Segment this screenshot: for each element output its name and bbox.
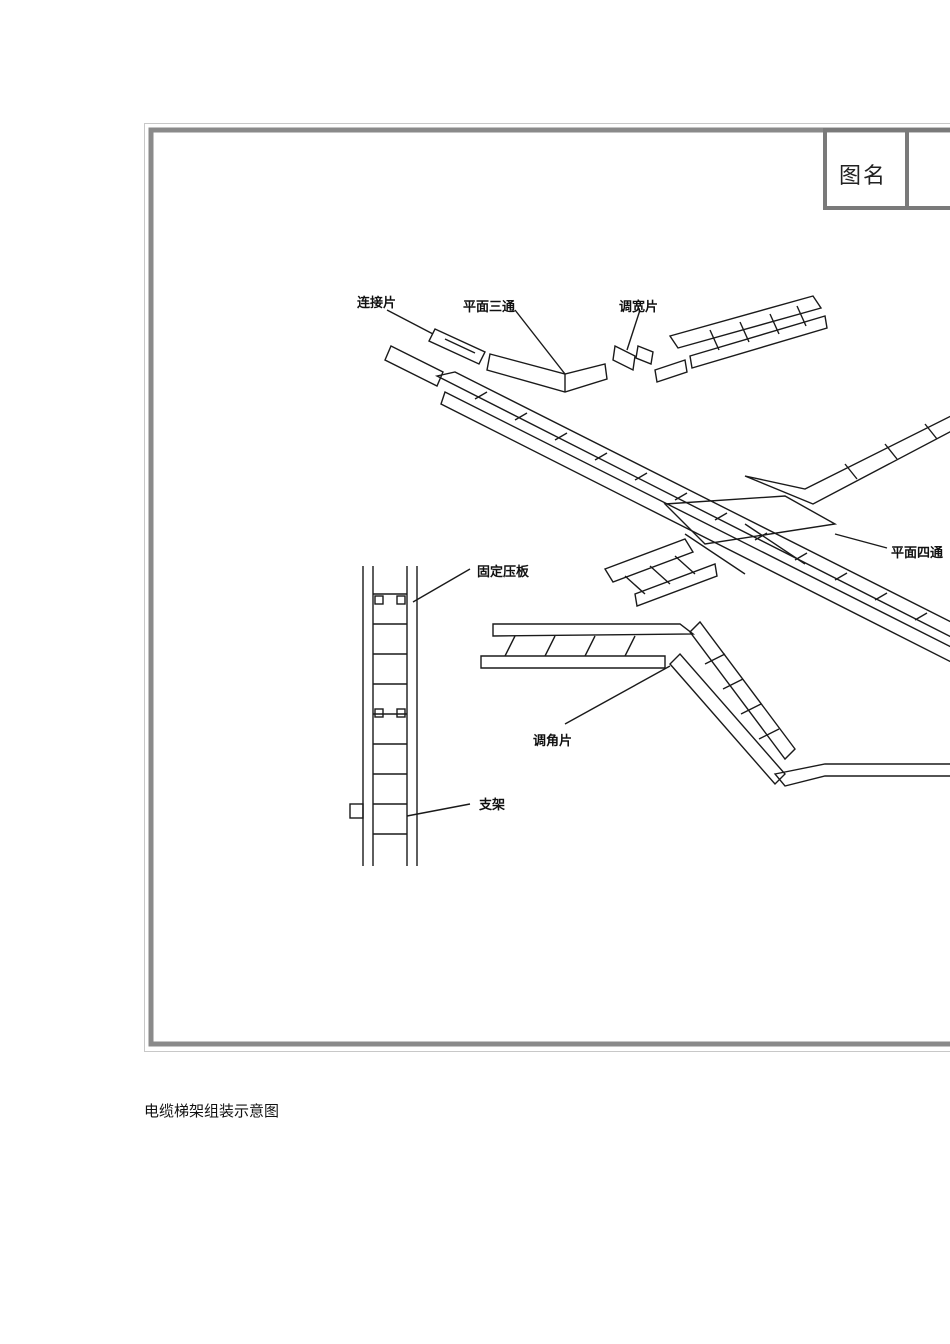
figure-caption: 电缆梯架组装示意图 <box>144 1102 280 1120</box>
label-angle-adapter: 调角片 <box>533 734 573 749</box>
title-block-label: 图名 <box>839 164 888 189</box>
label-flat-tee: 平面三通 <box>463 300 516 315</box>
label-flat-cross: 平面四通 <box>891 546 944 561</box>
label-clamp-plate: 固定压板 <box>477 565 530 580</box>
ladder-tray-drawing <box>148 127 950 1047</box>
label-connector: 连接片 <box>357 296 397 311</box>
figure-frame: 图名 连接片 平面三通 调宽片 平面四通 固定压板 调角片 支架 <box>144 123 950 1052</box>
label-width-adapter: 调宽片 <box>619 300 659 315</box>
label-support: 支架 <box>479 798 506 813</box>
